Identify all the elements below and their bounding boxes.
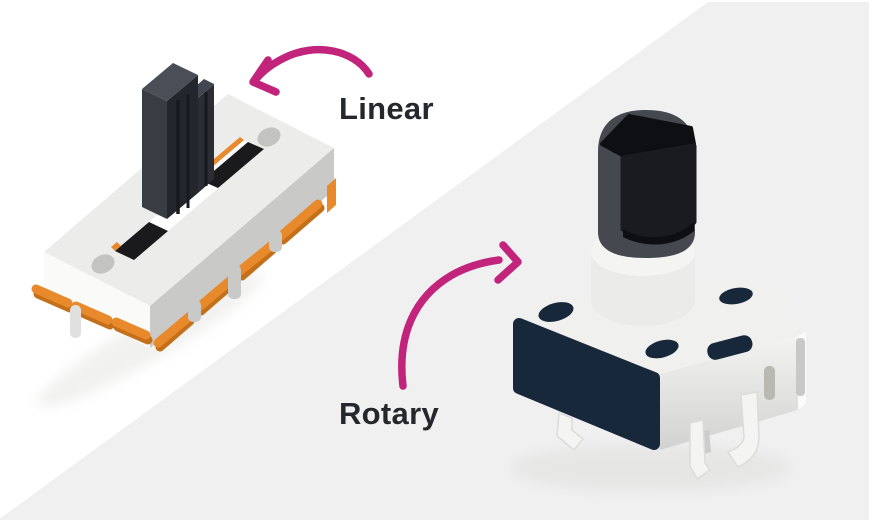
pin xyxy=(31,284,73,308)
pin xyxy=(71,301,113,325)
rotary-body-front-face xyxy=(513,318,660,450)
side-pin xyxy=(764,366,775,400)
pin-corner-wrap xyxy=(327,178,336,213)
knob-bottom-shade xyxy=(623,222,694,245)
pin xyxy=(111,317,151,340)
rotary-top-hole-icon xyxy=(645,339,679,359)
label-rotary: Rotary xyxy=(339,396,439,431)
slider-right-face xyxy=(167,75,198,219)
linear-smd-pins-icon xyxy=(153,178,336,352)
pin xyxy=(235,240,277,276)
linear-potentiometer-icon xyxy=(31,63,336,408)
rotary-knob-icon xyxy=(598,110,697,258)
linear-slot-near-contact xyxy=(111,242,121,251)
body-tab xyxy=(228,265,241,299)
body-tab xyxy=(188,300,201,322)
bent-leg xyxy=(689,419,711,480)
bent-leg xyxy=(556,412,584,451)
knob-front-facet xyxy=(620,143,697,240)
slider-left-face xyxy=(142,89,167,219)
linear-mounting-hole-icon xyxy=(257,127,281,147)
curved-arrow-linear-icon xyxy=(249,45,373,96)
knob-top-facet xyxy=(600,114,696,158)
rotary-side-notch xyxy=(707,335,753,360)
linear-slot-far-black xyxy=(202,142,264,188)
linear-slider-knob-icon xyxy=(142,63,214,219)
body-peg xyxy=(70,305,81,338)
rotary-potentiometer-icon xyxy=(509,110,806,492)
curved-arrow-rotary-icon xyxy=(398,241,522,390)
linear-slot-near-black xyxy=(115,222,168,260)
pin xyxy=(194,275,236,312)
pin xyxy=(153,311,195,348)
rotary-top-hole-icon xyxy=(719,287,753,305)
linear-mounting-hole-icon xyxy=(91,254,115,274)
body-tab xyxy=(269,230,282,252)
rotary-top-hole-icon xyxy=(538,302,574,322)
label-linear: Linear xyxy=(339,91,434,126)
rotary-pot-shadow xyxy=(510,444,790,492)
linear-body-side-face xyxy=(150,148,334,348)
linear-end-pins-icon xyxy=(31,284,153,345)
rear-pin xyxy=(796,338,805,396)
pin xyxy=(276,199,323,241)
rotary-legs-icon xyxy=(556,338,805,480)
bent-leg xyxy=(727,391,760,468)
slider-top-face xyxy=(142,63,198,101)
